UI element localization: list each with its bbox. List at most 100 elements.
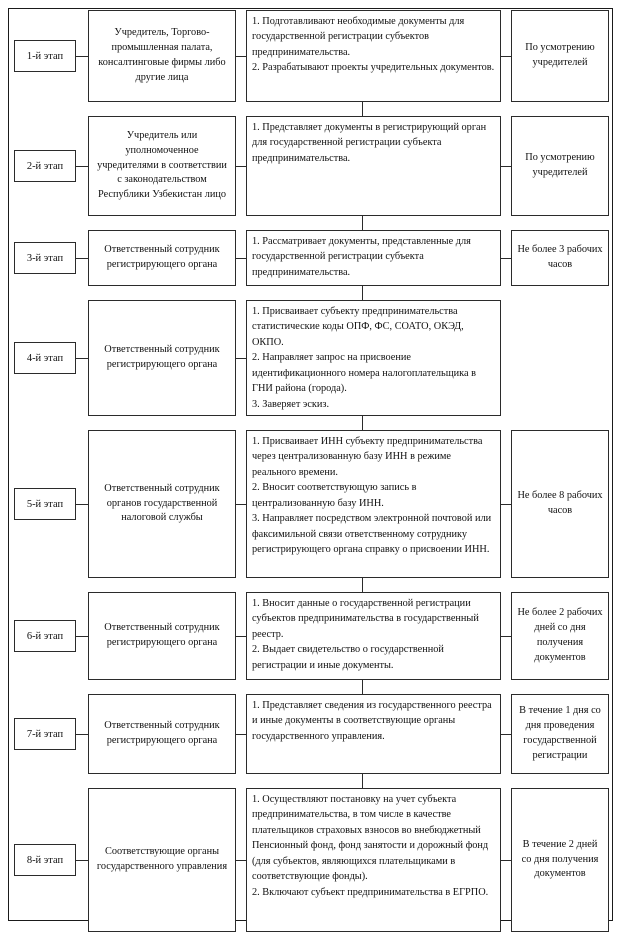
connector-action-vertical xyxy=(362,774,364,788)
term-text: В течение 2 дней со дня получения докуме… xyxy=(521,838,599,880)
action-text-line: 2. Вносит соответствующую запись в центр… xyxy=(252,482,417,509)
stage-label-box: 5-й этап xyxy=(14,488,76,520)
actor-box: Ответственный сотрудник регистрирующего … xyxy=(88,230,236,286)
connector-actor-to-action xyxy=(234,358,246,360)
action-box: 1. Представляет документы в регистрирующ… xyxy=(246,116,501,216)
actor-box: Ответственный сотрудник регистрирующего … xyxy=(88,694,236,774)
actor-text: Ответственный сотрудник органов государс… xyxy=(104,482,220,524)
connector-stage-to-actor xyxy=(76,56,88,58)
action-box-inner: 1. Присваивает ИНН субъекту предпринимат… xyxy=(247,431,500,561)
actor-text: Учредитель, Торгово-промышленная палата,… xyxy=(98,27,226,83)
actor-box: Учредитель, Торгово-промышленная палата,… xyxy=(88,10,236,102)
action-box: 1. Вносит данные о государственной регис… xyxy=(246,592,501,680)
connector-stage-to-actor xyxy=(76,504,88,506)
action-text: 1. Подготавливают необходимые документы … xyxy=(252,14,495,76)
action-text: 1. Вносит данные о государственной регис… xyxy=(252,596,495,673)
connector-action-vertical xyxy=(362,416,364,430)
action-text-line: 2. Разрабатывают проекты учредительных д… xyxy=(252,62,495,74)
action-box: 1. Подготавливают необходимые документы … xyxy=(246,10,501,102)
connector-action-to-term xyxy=(499,636,511,638)
connector-action-to-term xyxy=(499,860,511,862)
row-gap xyxy=(12,102,609,116)
row-gap xyxy=(12,774,609,788)
actor-box-inner: Ответственный сотрудник органов государс… xyxy=(89,479,235,530)
connector-action-vertical xyxy=(362,216,364,230)
term-cell: По усмотрению учредителей xyxy=(511,10,609,102)
term-box-inner: Не более 2 рабочих дней со дня получения… xyxy=(512,603,608,669)
action-text-line: 2. Включают субъект предпринимательства … xyxy=(252,886,489,898)
connector-actor-to-action xyxy=(234,636,246,638)
connector-stage-to-actor xyxy=(76,636,88,638)
action-text: 1. Рассматривает документы, представленн… xyxy=(252,234,495,280)
action-box-inner: 1. Присваивает субъекту предпринимательс… xyxy=(247,301,500,415)
term-cell: Не более 8 рабочих часов xyxy=(511,430,609,578)
action-text-line: 1. Рассматривает документы, представленн… xyxy=(252,236,471,278)
action-box: 1. Представляет сведения из государствен… xyxy=(246,694,501,774)
flowchart-row: 8-й этап Соответствующие органы государст… xyxy=(12,788,609,932)
stage-cell: 1-й этап xyxy=(12,10,78,102)
flowchart-row: 3-й этап Ответственный сотрудник регистри… xyxy=(12,230,609,286)
actor-box: Соответствующие органы государственного … xyxy=(88,788,236,932)
row-gap xyxy=(12,416,609,430)
row-gap xyxy=(12,286,609,300)
action-text-line: 3. Заверяет эскиз. xyxy=(252,398,330,410)
stage-cell: 6-й этап xyxy=(12,592,78,680)
action-text-line: 2. Направляет запрос на присвоение идент… xyxy=(252,352,477,395)
term-cell: В течение 1 дня со дня проведения госуда… xyxy=(511,694,609,774)
term-cell: В течение 2 дней со дня получения докуме… xyxy=(511,788,609,932)
action-box-inner: 1. Рассматривает документы, представленн… xyxy=(247,231,500,283)
row-gap xyxy=(12,680,609,694)
term-box-inner: По усмотрению учредителей xyxy=(512,148,608,184)
connector-action-vertical xyxy=(362,680,364,694)
term-text: По усмотрению учредителей xyxy=(525,152,595,178)
stage-cell: 2-й этап xyxy=(12,116,78,216)
term-box-inner: Не более 3 рабочих часов xyxy=(512,240,608,276)
term-box-inner: В течение 2 дней со дня получения докуме… xyxy=(512,835,608,886)
actor-box-inner: Соответствующие органы государственного … xyxy=(89,842,235,878)
connector-actor-to-action xyxy=(234,56,246,58)
action-box-inner: 1. Осуществляют постановку на учет субъе… xyxy=(247,789,500,903)
actor-text: Ответственный сотрудник регистрирующего … xyxy=(104,720,220,746)
actor-box: Ответственный сотрудник регистрирующего … xyxy=(88,300,236,416)
action-box: 1. Присваивает ИНН субъекту предпринимат… xyxy=(246,430,501,578)
term-cell: Не более 3 рабочих часов xyxy=(511,230,609,286)
connector-action-vertical xyxy=(362,578,364,592)
connector-actor-to-action xyxy=(234,504,246,506)
actor-text: Соответствующие органы государственного … xyxy=(96,846,228,872)
connector-action-to-term xyxy=(499,734,511,736)
stage-label-box: 8-й этап xyxy=(14,844,76,876)
actor-box-inner: Ответственный сотрудник регистрирующего … xyxy=(89,240,235,276)
action-text-line: 1. Подготавливают необходимые документы … xyxy=(252,16,465,58)
connector-action-to-term xyxy=(499,56,511,58)
term-cell: По усмотрению учредителей xyxy=(511,116,609,216)
connector-actor-to-action xyxy=(234,734,246,736)
action-text-line: 3. Направляет посредством электронной по… xyxy=(252,513,492,556)
action-text-line: 1. Присваивает субъекту предпринимательс… xyxy=(252,306,464,348)
stage-cell: 4-й этап xyxy=(12,300,78,416)
term-cell: Не более 2 рабочих дней со дня получения… xyxy=(511,592,609,680)
term-text: Не более 3 рабочих часов xyxy=(517,244,603,270)
action-text: 1. Представляет документы в регистрирующ… xyxy=(252,120,495,166)
action-box-inner: 1. Представляет сведения из государствен… xyxy=(247,695,500,747)
actor-box-inner: Учредитель или уполномоченное учредителя… xyxy=(89,126,235,207)
term-cell xyxy=(511,300,609,416)
action-box: 1. Рассматривает документы, представленн… xyxy=(246,230,501,286)
action-text: 1. Представляет сведения из государствен… xyxy=(252,698,495,744)
connector-stage-to-actor xyxy=(76,358,88,360)
action-text: 1. Присваивает ИНН субъекту предпринимат… xyxy=(252,434,495,558)
action-text-line: 1. Представляет сведения из государствен… xyxy=(252,700,492,742)
connector-actor-to-action xyxy=(234,860,246,862)
connector-stage-to-actor xyxy=(76,166,88,168)
action-text-line: 1. Вносит данные о государственной регис… xyxy=(252,598,479,640)
actor-text: Ответственный сотрудник регистрирующего … xyxy=(104,244,220,270)
stage-cell: 3-й этап xyxy=(12,230,78,286)
connector-actor-to-action xyxy=(234,258,246,260)
connector-action-vertical xyxy=(362,102,364,116)
action-text-line: 1. Осуществляют постановку на учет субъе… xyxy=(252,794,489,883)
action-text: 1. Осуществляют постановку на учет субъе… xyxy=(252,792,495,900)
term-text: Не более 2 рабочих дней со дня получения… xyxy=(517,607,603,663)
actor-text: Ответственный сотрудник регистрирующего … xyxy=(104,344,220,370)
action-box-inner: 1. Вносит данные о государственной регис… xyxy=(247,593,500,676)
flowchart-row: 4-й этап Ответственный сотрудник регистри… xyxy=(12,300,609,416)
